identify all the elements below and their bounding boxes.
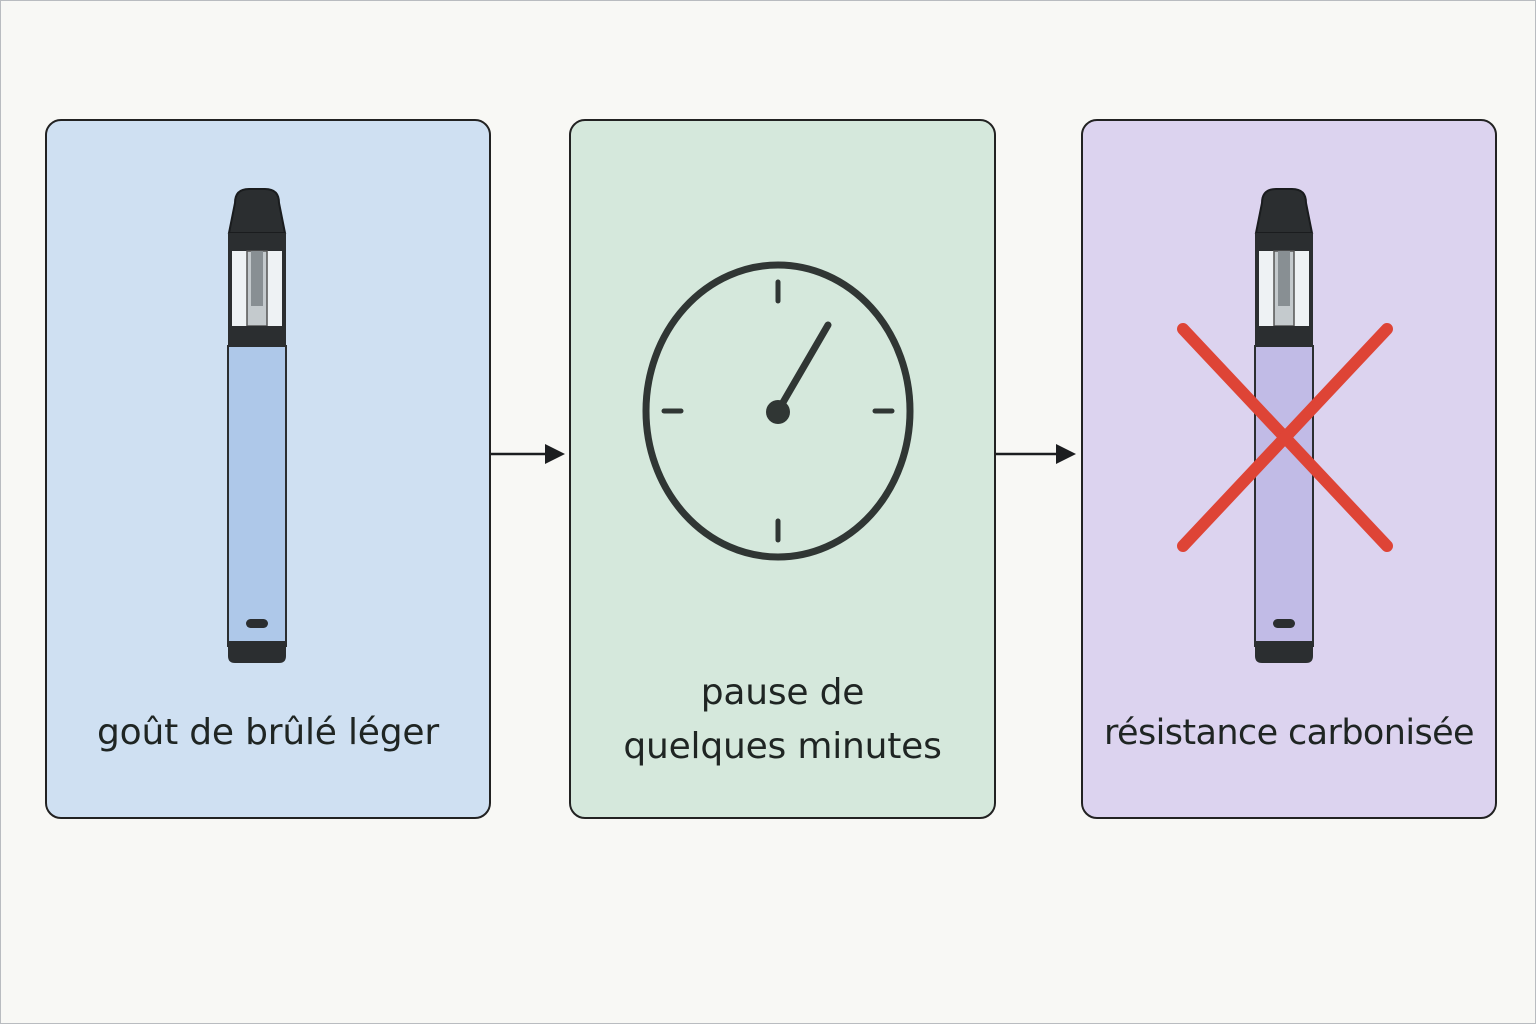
step-caption-line-2: quelques minutes <box>623 726 942 767</box>
clock <box>642 261 914 561</box>
crossed-vape-pen-icon <box>1177 188 1393 663</box>
clock-hand <box>774 321 832 415</box>
vape-collar <box>228 326 286 346</box>
vape-mouthpiece <box>227 188 287 234</box>
vape-mouthpiece <box>1254 188 1314 234</box>
vape-led <box>1273 619 1295 628</box>
vape-pen <box>227 188 287 663</box>
vape-pen <box>1254 188 1314 663</box>
cross-mark-icon <box>1177 323 1393 552</box>
vape-led <box>246 619 268 628</box>
step-panel-carbonized-coil: résistance carbonisée <box>1081 119 1497 819</box>
vape-body <box>1254 345 1314 647</box>
step-caption-line-1: pause de <box>700 672 865 713</box>
arrow-right-icon <box>996 444 1076 464</box>
clock-icon <box>642 261 914 561</box>
clock-center <box>766 400 790 424</box>
step-caption: pause de quelques minutes <box>571 666 994 774</box>
step-panel-burnt-taste: goût de brûlé léger <box>45 119 491 819</box>
vape-pen-icon <box>227 188 287 663</box>
step-panel-pause: pause de quelques minutes <box>569 119 996 819</box>
arrow-right-icon <box>491 444 565 464</box>
clock-face <box>642 261 914 561</box>
step-caption: résistance carbonisée <box>1104 713 1475 753</box>
vape-collar <box>1255 326 1313 346</box>
step-caption: goût de brûlé léger <box>97 712 439 753</box>
vape-body <box>227 345 287 647</box>
